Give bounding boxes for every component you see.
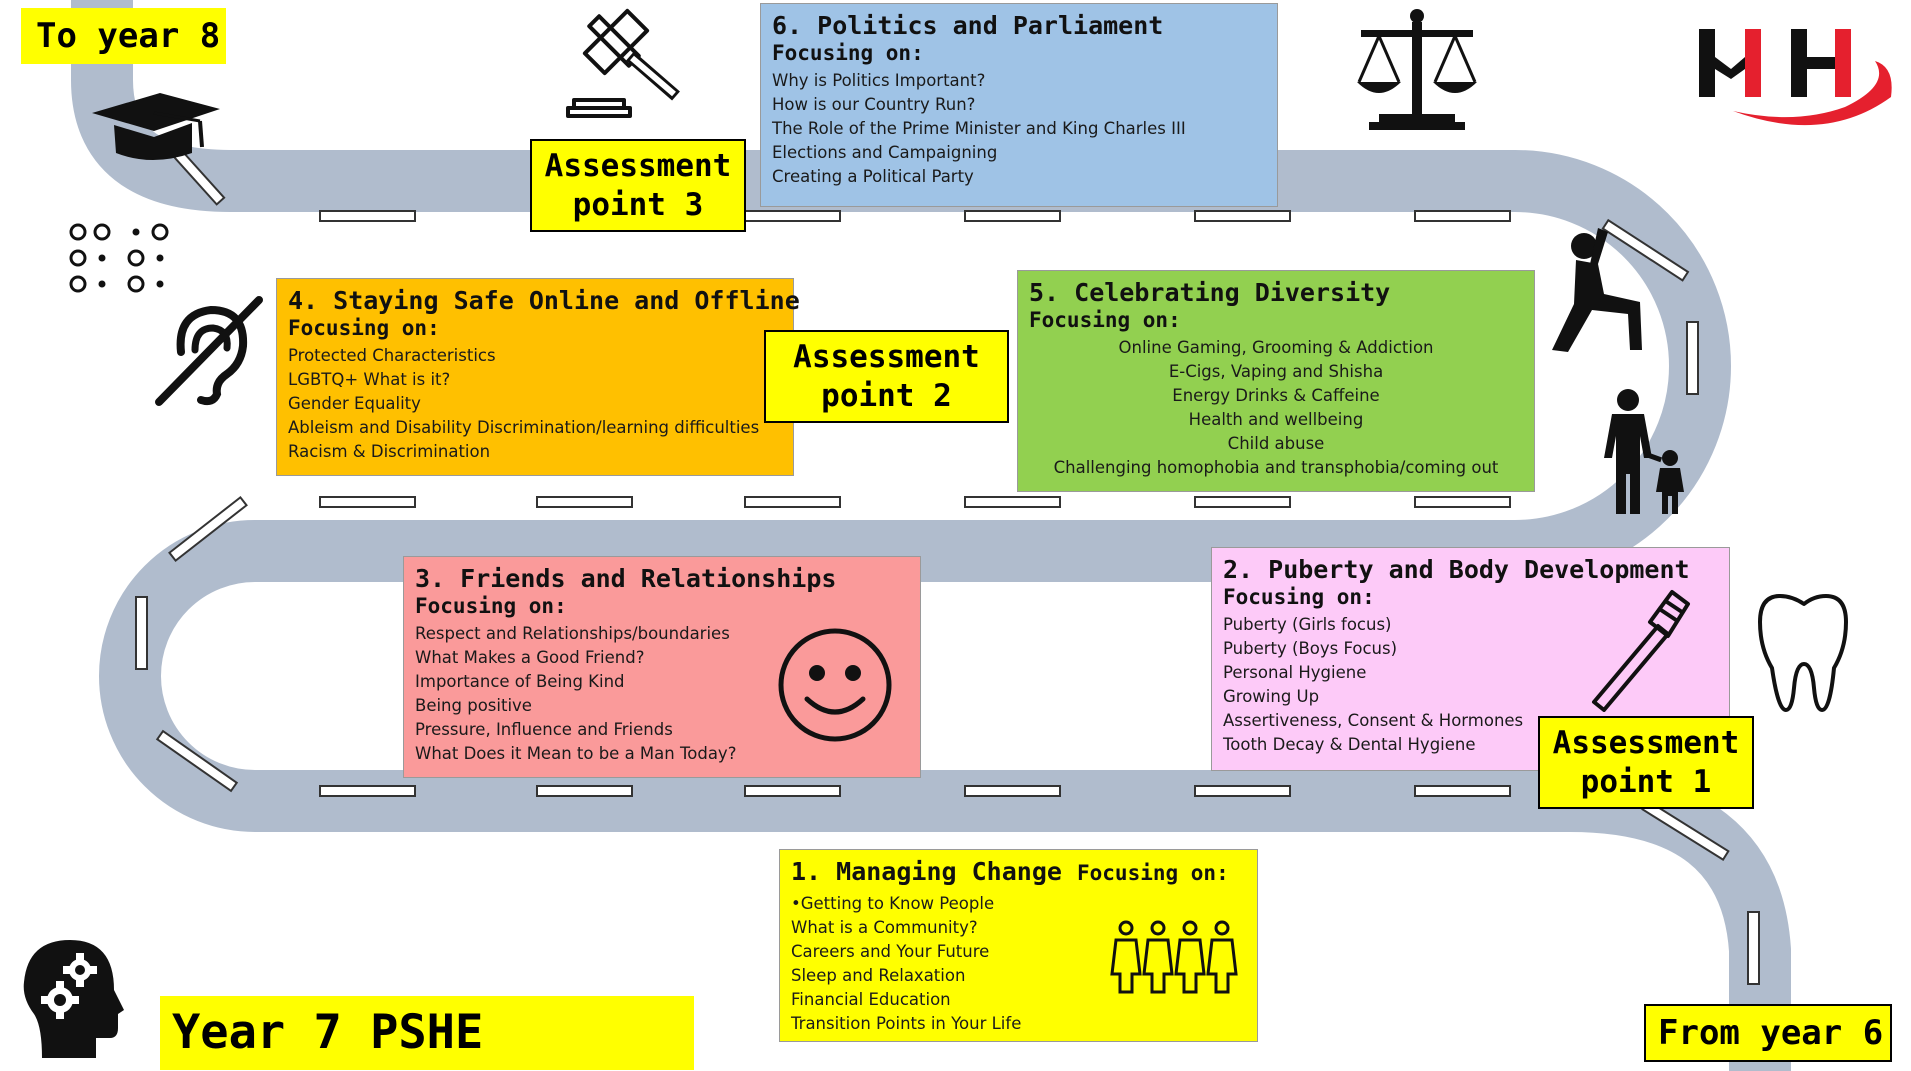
smiley-icon: [778, 628, 892, 742]
braille-icon: [69, 223, 169, 293]
list-item: The Role of the Prime Minister and King …: [772, 119, 1186, 138]
logo-icon: [1699, 29, 1892, 126]
list-item: Racism & Discrimination: [288, 442, 491, 461]
topic-heading: 1. Managing Change Focusing on:: [791, 856, 1246, 889]
focus-label: Focusing on:: [772, 41, 924, 65]
list-item: Sleep and Relaxation: [791, 966, 966, 985]
people-group-icon: [1110, 920, 1238, 994]
list-item: Assertiveness, Consent & Hormones: [1223, 711, 1524, 730]
from-year-6-label: From year 6: [1644, 1004, 1892, 1062]
topic-heading: 4. Staying Safe Online and Offline: [288, 286, 800, 315]
list-item: Child abuse: [1227, 434, 1325, 453]
topic-title: 1. Managing Change: [791, 857, 1062, 886]
list-item: E-Cigs, Vaping and Shisha: [1168, 362, 1384, 381]
tooth-icon: [1758, 594, 1848, 712]
list-item: Gender Equality: [288, 394, 421, 413]
focus-label: Focusing on:: [1029, 308, 1181, 332]
list-item: Protected Characteristics: [288, 346, 496, 365]
list-item: Puberty (Boys Focus): [1223, 639, 1398, 658]
list-item: Careers and Your Future: [791, 942, 990, 961]
list-item: Respect and Relationships/boundaries: [415, 624, 730, 643]
list-item: •Getting to Know People: [791, 894, 995, 913]
topic-3-box: 3. Friends and Relationships Focusing on…: [403, 556, 921, 778]
gavel-icon: [566, 8, 680, 118]
toothbrush-icon: [1592, 590, 1690, 712]
topic-heading: 6. Politics and Parliament: [772, 11, 1164, 40]
to-year-8-label: To year 8: [21, 8, 226, 64]
hearing-impaired-icon: [155, 296, 263, 406]
list-item: Pressure, Influence and Friends: [415, 720, 673, 739]
list-item: Ableism and Disability Discrimination/le…: [288, 418, 760, 437]
list-item: Creating a Political Party: [772, 167, 974, 186]
list-item: Financial Education: [791, 990, 951, 1009]
topic-4-box: 4. Staying Safe Online and Offline Focus…: [276, 278, 800, 476]
focus-label: Focusing on:: [288, 316, 440, 340]
list-item: Health and wellbeing: [1188, 410, 1364, 429]
list-item: Being positive: [415, 696, 532, 715]
list-item: Why is Politics Important?: [772, 71, 986, 90]
focus-label: Focusing on:: [415, 594, 567, 618]
assessment-number: point 1: [1580, 763, 1712, 800]
assessment-number: point 2: [821, 377, 952, 414]
topic-5-box: 5. Celebrating Diversity Focusing on: On…: [1017, 270, 1535, 492]
list-item: Challenging homophobia and transphobia/c…: [1053, 458, 1499, 477]
topic-heading: 2. Puberty and Body Development: [1223, 555, 1690, 584]
page-title: Year 7 PSHE: [160, 996, 694, 1070]
assessment-label: Assessment: [544, 147, 732, 184]
assessment-label: Assessment: [793, 338, 980, 375]
focus-label: Focusing on:: [1223, 585, 1375, 609]
list-item: What Does it Mean to be a Man Today?: [415, 744, 737, 763]
head-gears-icon: [23, 940, 124, 1058]
topic-heading: 3. Friends and Relationships: [415, 564, 837, 593]
scales-icon: [1357, 9, 1477, 130]
parent-child-icon: [1604, 389, 1684, 514]
list-item: What Makes a Good Friend?: [415, 648, 645, 667]
list-item: Energy Drinks & Caffeine: [1172, 386, 1380, 405]
list-item: LGBTQ+ What is it?: [288, 370, 451, 389]
topic-6-box: 6. Politics and Parliament Focusing on: …: [760, 3, 1278, 207]
list-item: Transition Points in Your Life: [791, 1014, 1022, 1033]
list-item: Puberty (Girls focus): [1223, 615, 1392, 634]
list-item: Importance of Being Kind: [415, 672, 625, 691]
list-item: How is our Country Run?: [772, 95, 976, 114]
focus-label: Focusing on:: [1077, 861, 1229, 885]
list-item: Elections and Campaigning: [772, 143, 998, 162]
assessment-number: point 3: [572, 186, 704, 223]
athlete-icon: [1552, 228, 1642, 352]
list-item: Online Gaming, Grooming & Addiction: [1118, 338, 1434, 357]
topic-heading: 5. Celebrating Diversity: [1029, 278, 1391, 307]
list-item: Tooth Decay & Dental Hygiene: [1223, 735, 1476, 754]
list-item: Personal Hygiene: [1223, 663, 1367, 682]
list-item: Growing Up: [1223, 687, 1320, 706]
list-item: What is a Community?: [791, 918, 978, 937]
graduation-cap-icon: [92, 93, 220, 160]
assessment-label: Assessment: [1552, 724, 1740, 761]
